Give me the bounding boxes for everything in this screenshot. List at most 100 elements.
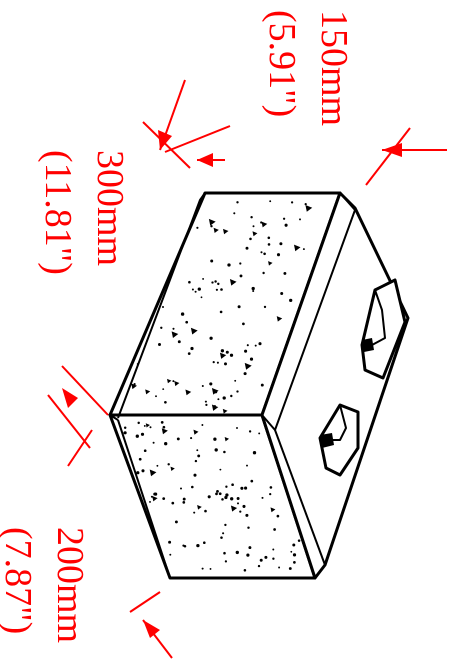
aggregate-dot — [204, 509, 207, 513]
aggregate-dot — [249, 237, 252, 241]
aggregate-dot — [219, 468, 222, 471]
bevel-edge — [117, 419, 171, 579]
aggregate-dot — [229, 353, 234, 357]
aggregate-dot — [204, 400, 207, 403]
aggregate-dot — [230, 394, 233, 398]
aggregate-dot — [284, 223, 288, 227]
aggregate-dot — [201, 567, 204, 570]
aggregate-dot — [239, 510, 242, 513]
aggregate-dot — [201, 384, 204, 388]
handhold-upper — [360, 278, 407, 380]
aggregate-dot — [237, 305, 241, 309]
aggregate-dot — [158, 343, 161, 346]
aggregate-dot — [248, 430, 252, 433]
aggregate-speck — [193, 429, 199, 435]
aggregate-dot — [283, 271, 287, 275]
aggregate-dot — [222, 396, 226, 400]
aggregate-dot — [213, 437, 217, 441]
aggregate-dot — [236, 502, 240, 505]
aggregate-dot — [249, 357, 254, 361]
aggregate-dot — [273, 528, 276, 531]
aggregate-dot — [264, 555, 268, 559]
aggregate-speck — [185, 389, 192, 396]
aggregate-speck — [152, 495, 158, 502]
dimension-width-metric: 200mm — [49, 527, 91, 643]
aggregate-dot — [258, 432, 261, 435]
aggregate-dot — [217, 398, 220, 401]
arrowhead — [382, 143, 402, 157]
aggregate-dot — [299, 218, 301, 221]
aggregate-dot — [220, 288, 223, 291]
bevel-edge — [261, 192, 356, 431]
dimension-height-imperial: (5.91") — [261, 10, 303, 117]
aggregate-dot — [224, 362, 227, 366]
aggregate-dot — [222, 532, 225, 535]
aggregate-dot — [263, 305, 267, 309]
aggregate-dot — [137, 421, 140, 425]
aggregate-dot — [262, 271, 265, 275]
aggregate-texture — [123, 200, 313, 572]
aggregate-speck — [174, 381, 180, 387]
arrowhead — [143, 620, 160, 638]
aggregate-dot — [172, 380, 175, 383]
aggregate-dot — [269, 492, 272, 496]
aggregate-dot — [269, 486, 273, 489]
aggregate-dot — [207, 495, 211, 499]
aggregate-dot — [231, 483, 234, 487]
arrowhead — [158, 130, 172, 150]
aggregate-dot — [230, 497, 234, 501]
aggregate-dot — [136, 362, 139, 366]
dimension-label-height: 150mm (5.91") — [261, 10, 355, 126]
aggregate-speck — [219, 352, 227, 359]
aggregate-speck — [145, 423, 150, 428]
aggregate-dot — [292, 553, 297, 557]
aggregate-dot — [214, 390, 218, 394]
dimension-extension-line — [129, 591, 161, 613]
aggregate-speck — [244, 362, 252, 370]
aggregate-dot — [224, 560, 228, 563]
aggregate-dot — [279, 242, 283, 246]
aggregate-dot — [150, 495, 153, 498]
aggregate-dot — [267, 243, 271, 246]
aggregate-dot — [239, 274, 243, 278]
aggregate-dot — [155, 395, 157, 398]
aggregate-dot — [288, 567, 292, 570]
aggregate-speck — [167, 378, 172, 384]
aggregate-dot — [267, 236, 271, 240]
aggregate-dot — [215, 288, 218, 291]
aggregate-dot — [194, 459, 198, 463]
aggregate-dot — [202, 277, 205, 280]
aggregate-dot — [172, 327, 175, 330]
aggregate-dot — [214, 280, 217, 283]
aggregate-dot — [182, 497, 186, 501]
aggregate-dot — [164, 442, 168, 446]
aggregate-dot — [149, 500, 151, 503]
aggregate-dot — [169, 553, 172, 556]
aggregate-dot — [123, 431, 127, 435]
aggregate-dot — [242, 504, 246, 508]
aggregate-dot — [187, 352, 191, 355]
aggregate-dot — [183, 545, 187, 548]
aggregate-dot — [225, 485, 228, 488]
aggregate-dot — [263, 252, 266, 256]
aggregate-dot — [174, 520, 178, 524]
aggregate-dot — [293, 561, 296, 564]
aggregate-speck — [161, 428, 168, 435]
aggregate-dot — [209, 382, 213, 386]
aggregate-speck — [293, 244, 301, 252]
aggregate-dot — [168, 540, 172, 544]
bevel-edge — [274, 429, 326, 566]
aggregate-speck — [190, 327, 198, 335]
aggregate-dot — [160, 326, 163, 329]
aggregate-dot — [176, 437, 180, 441]
aggregate-dot — [245, 513, 249, 517]
aggregate-dot — [188, 280, 191, 284]
aggregate-dot — [236, 390, 239, 393]
aggregate-dot — [205, 403, 208, 407]
aggregate-dot — [250, 216, 253, 219]
aggregate-dot — [135, 434, 139, 438]
aggregate-dot — [182, 501, 186, 504]
aggregate-dot — [162, 388, 165, 391]
aggregate-speck — [224, 437, 230, 442]
aggregate-dot — [252, 225, 255, 228]
